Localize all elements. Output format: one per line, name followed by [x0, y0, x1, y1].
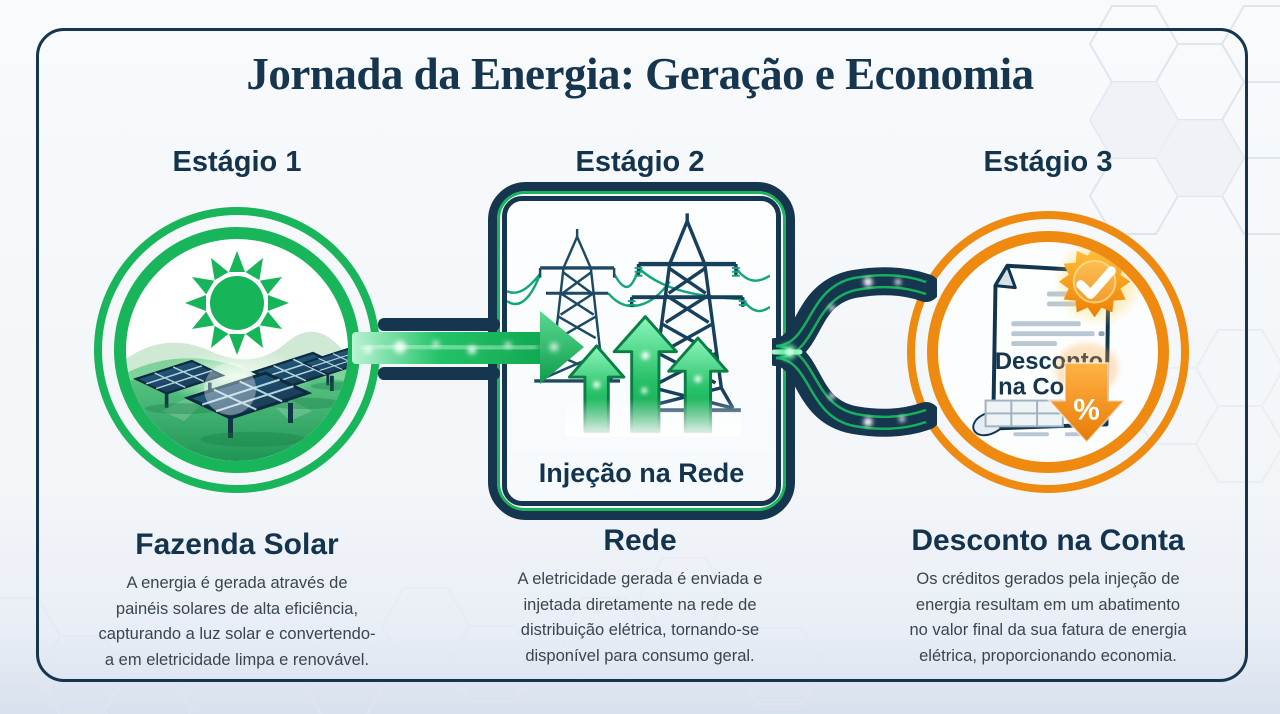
sun-and-solar-panels-icon [126, 251, 348, 461]
percent-down-arrow-icon: % [1046, 361, 1127, 444]
stage1-heading: Fazenda Solar [135, 528, 339, 561]
stage3-label: Estágio 3 [983, 146, 1113, 178]
injection-label: Injeção na Rede [538, 458, 745, 488]
stage1-label: Estágio 1 [172, 146, 302, 178]
stage3-heading: Desconto na Conta [911, 524, 1185, 557]
stage2-caption: Rede A eletricidade gerada é enviada e i… [475, 524, 805, 670]
energy-flow-arrow-icon [352, 311, 584, 384]
up-arrows-icon [567, 315, 729, 434]
energy-split-connector-icon [772, 267, 937, 437]
invoice-footer-lines [1013, 432, 1087, 437]
stage2-heading: Rede [603, 524, 677, 557]
insulators-icon [627, 266, 747, 306]
stage1-caption: Fazenda Solar A energia é gerada através… [77, 528, 397, 674]
stage3-caption: Desconto na Conta Os créditos gerados pe… [868, 524, 1228, 670]
percent-sign: % [1073, 393, 1099, 426]
check-seal-icon [1058, 245, 1131, 318]
stage3-illustration: Desconto na Conta % [927, 231, 1169, 473]
stage1-illustration [114, 227, 360, 473]
stage1-description: A energia é gerada através de painéis so… [98, 574, 376, 670]
channel-bar-bottom [378, 367, 500, 380]
stage2-label: Estágio 2 [575, 146, 705, 178]
stage3-outer-ring [907, 211, 1189, 493]
infographic-frame [36, 28, 1248, 682]
transmission-towers-icon [507, 213, 770, 437]
page-title: Jornada da Energia: Geração e Economia [246, 49, 1034, 99]
sun-icon [185, 251, 289, 355]
channel-bar-top [378, 318, 500, 331]
stage3-description: Os créditos gerados pela injeção de ener… [909, 570, 1187, 666]
stage2-description: A eletricidade gerada é enviada e injeta… [517, 570, 763, 666]
invoice-document-icon: Desconto na Conta % [972, 242, 1145, 444]
